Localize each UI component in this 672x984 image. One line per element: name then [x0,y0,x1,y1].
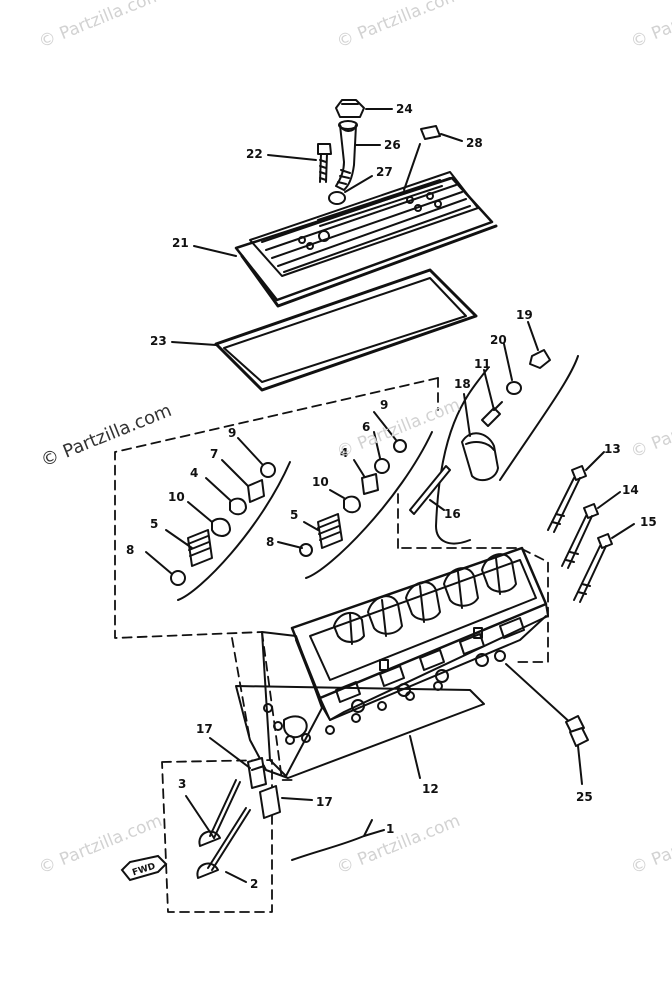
callout-25: 25 [576,790,593,804]
callout-20: 20 [490,333,507,347]
grommet [328,175,373,205]
callout-23: 23 [150,334,167,348]
callout-12: 12 [422,782,439,796]
callout-19: 19 [516,308,533,322]
callout-26: 26 [384,138,401,152]
callout-22: 22 [246,147,263,161]
temp-sender [565,715,589,785]
rocker-arm-parts [409,321,551,515]
callout-8-left: 8 [126,543,135,557]
callout-5-left: 5 [150,517,159,531]
callout-13: 13 [604,442,621,456]
callout-5-right: 5 [290,508,299,522]
callout-16: 16 [444,507,461,521]
callout-9-left: 9 [228,426,237,440]
callout-1: 1 [386,822,395,836]
valve-guides [209,737,313,819]
head-bolts [547,451,635,603]
callout-15: 15 [640,515,657,529]
cover-gasket [171,268,478,392]
callout-27: 27 [376,165,393,179]
callout-10-left: 10 [168,490,185,504]
cylinder-head [290,546,575,727]
callout-17-top: 17 [196,722,213,736]
callout-17-bottom: 17 [316,795,333,809]
callout-18: 18 [454,377,471,391]
label-plate [420,125,463,142]
callout-10-right: 10 [312,475,329,489]
callout-2: 2 [250,877,259,891]
head-gasket [235,631,485,779]
callout-4-right: 4 [340,446,349,460]
callout-6: 6 [362,420,371,434]
callout-7: 7 [210,447,219,461]
callout-9-right: 9 [380,398,389,412]
cover-bolt [267,143,332,183]
callout-11: 11 [474,357,491,371]
rocker-cover [193,143,498,308]
callout-21: 21 [172,236,189,250]
callout-8-right: 8 [266,535,275,549]
item1-bracket [291,819,385,861]
valves [185,779,251,883]
valve-train-left [145,355,579,601]
group-brackets [114,377,549,913]
breather-hose [335,120,381,191]
fwd-arrow-icon: FWD [120,854,168,882]
callout-4-left: 4 [190,466,199,480]
callout-28: 28 [466,136,483,150]
callout-24: 24 [396,102,413,116]
callout-14: 14 [622,483,639,497]
oil-filler-cap [335,99,393,118]
callout-3: 3 [178,777,187,791]
